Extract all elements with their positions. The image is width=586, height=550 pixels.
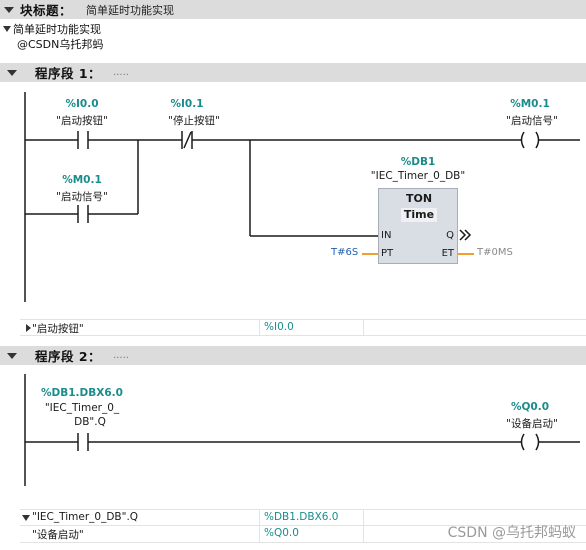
- timer-subtype[interactable]: Time: [401, 208, 437, 222]
- timer-db-address[interactable]: %DB1: [400, 156, 436, 168]
- coil-address[interactable]: %M0.1: [510, 98, 550, 110]
- coil-tag[interactable]: "启动信号": [506, 115, 558, 127]
- contact-start-address[interactable]: %I0.0: [65, 98, 99, 110]
- q-output-arrow: [459, 229, 472, 241]
- block-title-label: 块标题：: [20, 3, 73, 18]
- table-row-name: "IEC_Timer_0_DB".Q: [32, 511, 139, 523]
- timer-pin-pt: PT: [381, 248, 394, 259]
- network2-title-bar[interactable]: 程序段 2： .....: [0, 346, 586, 365]
- network2-title: 程序段 2：: [35, 349, 102, 364]
- ton-timer-box[interactable]: TON Time IN Q PT ET: [378, 188, 458, 264]
- contact-stop-address[interactable]: %I0.1: [170, 98, 204, 110]
- contact-hold-address[interactable]: %M0.1: [62, 174, 102, 186]
- timer-pin-in: IN: [381, 230, 392, 241]
- network2-comment[interactable]: .....: [113, 350, 129, 361]
- contact-start-tag[interactable]: "启动按钮": [56, 115, 108, 127]
- network2-table-row[interactable]: "IEC_Timer_0_DB".Q %DB1.DBX6.0: [20, 509, 586, 526]
- contact-stop-tag[interactable]: "停止按钮": [168, 115, 220, 127]
- network1-title: 程序段 1：: [35, 66, 102, 81]
- network1-title-bar[interactable]: 程序段 1： .....: [0, 63, 586, 82]
- table-divider: [363, 509, 364, 543]
- contact-db-tag-line1[interactable]: "IEC_Timer_0_: [44, 402, 120, 414]
- block-title-bar[interactable]: 块标题： 简单延时功能实现: [0, 0, 586, 19]
- table-row-address: %DB1.DBX6.0: [264, 511, 339, 523]
- network1-table-row[interactable]: "启动按钮" %I0.0: [20, 319, 586, 336]
- comment-expand-icon[interactable]: [3, 26, 11, 32]
- timer-et-value[interactable]: T#0MS: [477, 247, 513, 258]
- timer-pt-value[interactable]: T#6S: [331, 247, 359, 258]
- table-divider: [363, 319, 364, 336]
- table-row-name: "启动按钮": [32, 323, 84, 335]
- table-divider: [259, 509, 260, 543]
- timer-db-tag[interactable]: "IEC_Timer_0_DB": [370, 170, 466, 182]
- timer-type: TON: [405, 192, 433, 205]
- timer-pin-q: Q: [446, 230, 454, 241]
- table-row-name: "设备启动": [32, 529, 84, 541]
- block-title-text[interactable]: 简单延时功能实现: [86, 3, 175, 17]
- table-divider: [259, 319, 260, 336]
- contact-db-address[interactable]: %DB1.DBX6.0: [41, 387, 123, 399]
- timer-header: TON Time: [379, 189, 459, 225]
- contact-hold-tag[interactable]: "启动信号": [56, 191, 108, 203]
- table-row-address: %Q0.0: [264, 527, 299, 539]
- table-row-address: %I0.0: [264, 321, 294, 333]
- row-expand-icon[interactable]: [26, 324, 31, 332]
- timer-pin-et: ET: [441, 248, 454, 259]
- network2-table-row[interactable]: "设备启动" %Q0.0: [20, 526, 586, 543]
- watermark: CSDN @乌托邦蚂蚁: [447, 525, 576, 541]
- collapse-icon[interactable]: [4, 6, 14, 13]
- block-comment-line1[interactable]: 简单延时功能实现: [13, 23, 101, 36]
- network2-collapse-icon[interactable]: [7, 352, 17, 359]
- coil-q-tag[interactable]: "设备启动": [506, 418, 558, 430]
- contact-db-tag-line2[interactable]: DB".Q: [74, 416, 106, 428]
- block-comment-line2[interactable]: @CSDN乌托邦蚂: [17, 38, 104, 51]
- network1-collapse-icon[interactable]: [7, 69, 17, 76]
- coil-q-address[interactable]: %Q0.0: [510, 401, 550, 413]
- row-collapse-icon[interactable]: [22, 515, 30, 521]
- network1-comment[interactable]: .....: [113, 67, 129, 78]
